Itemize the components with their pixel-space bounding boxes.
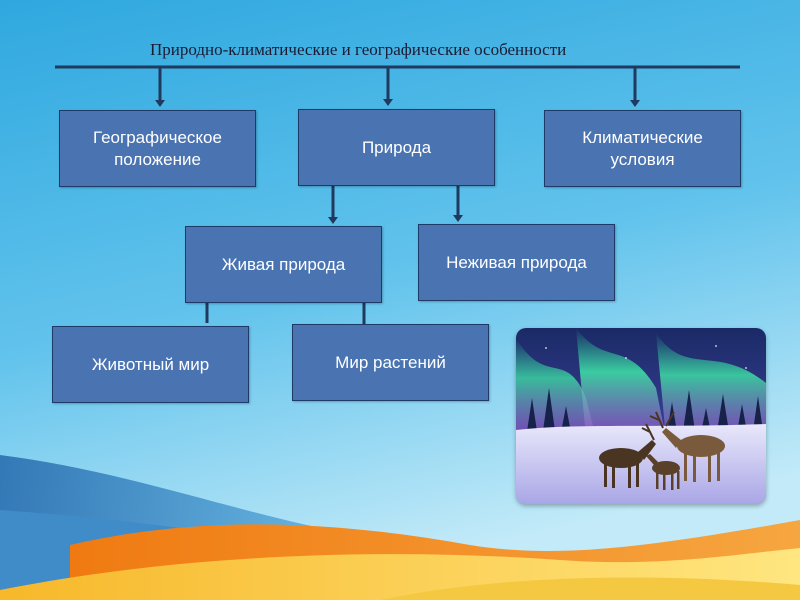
node-label: Неживая природа [446, 252, 587, 272]
diagram-title: Природно-климатические и географические … [150, 40, 567, 59]
aurora-reindeer-illustration [516, 328, 766, 504]
node-label: Мир растений [335, 352, 446, 372]
node-label: Географическое положение [93, 127, 222, 169]
node-climate-conditions: Климатические условия [544, 110, 741, 187]
node-nature: Природа [298, 109, 495, 186]
node-nonliving-nature: Неживая природа [418, 224, 615, 301]
node-fauna: Животный мир [52, 326, 249, 403]
node-label: Живая природа [221, 254, 346, 274]
node-geographic-position: Географическое положение [59, 110, 256, 187]
node-label: Климатические условия [582, 127, 703, 169]
node-label: Животный мир [91, 354, 210, 374]
node-flora: Мир растений [292, 324, 489, 401]
node-living-nature: Живая природа [185, 226, 382, 303]
node-label: Природа [361, 137, 432, 157]
